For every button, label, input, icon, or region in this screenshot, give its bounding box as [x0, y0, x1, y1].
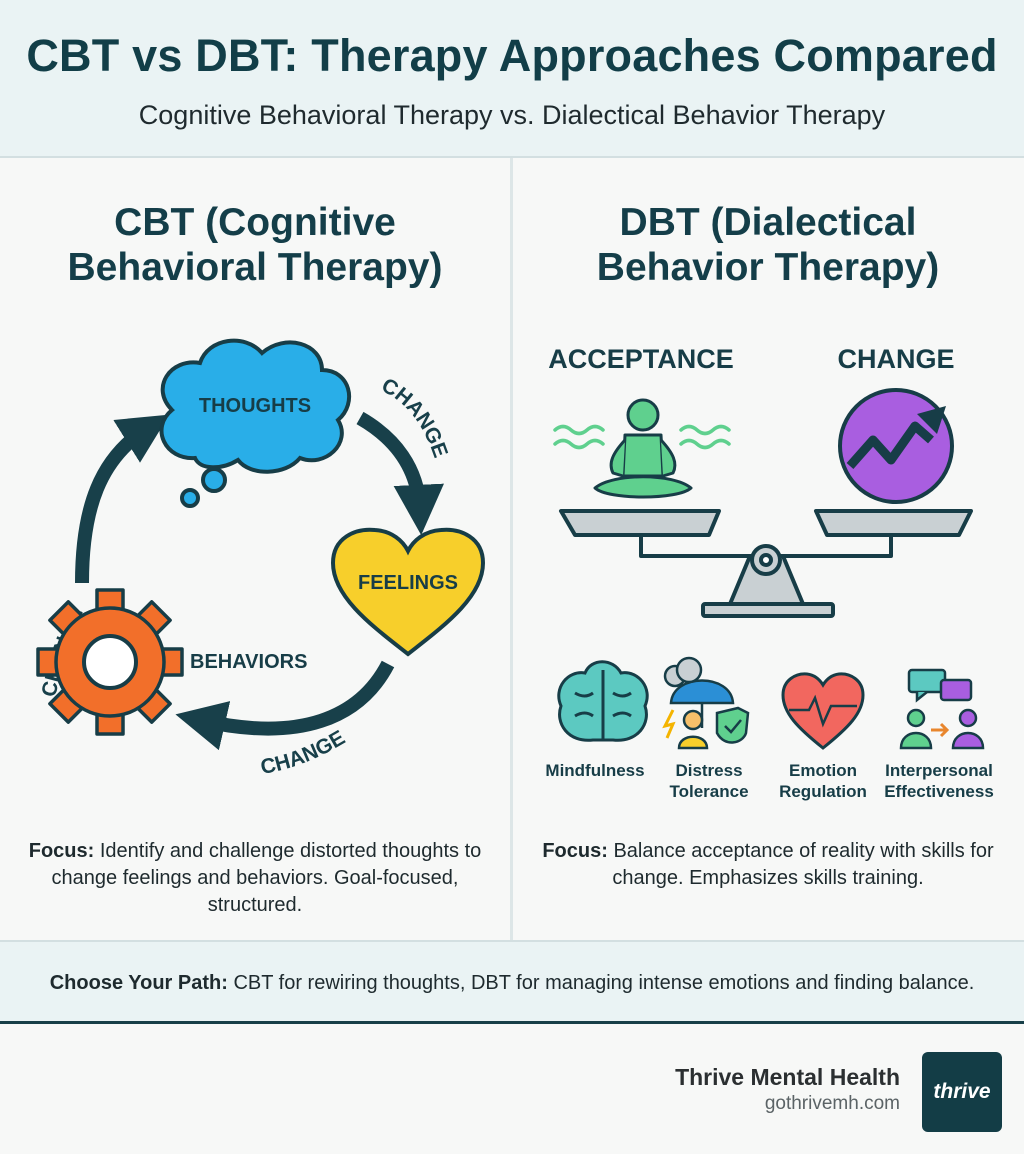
- dbt-title-line2: Behavior Therapy): [596, 246, 940, 289]
- feelings-heart-icon: [330, 527, 486, 657]
- brand-name: Thrive Mental Health: [675, 1064, 900, 1090]
- cbt-cycle-diagram: CHANGE CHANGE CHANGE THOUGHTS FEELINGS: [36, 338, 486, 779]
- skill-emotion-label-line2: Regulation: [779, 782, 867, 801]
- dbt-focus-body: Balance acceptance of reality with skill…: [607, 840, 994, 889]
- cbt-title: CBT (Cognitive Behavioral Therapy): [0, 200, 510, 290]
- skill-mindfulness-label: Mindfulness: [545, 761, 644, 780]
- thoughts-label: THOUGHTS: [199, 395, 311, 417]
- dbt-title-line1: DBT (Dialectical: [619, 201, 917, 244]
- thrive-logo: thrive: [922, 1052, 1002, 1132]
- summary-text: Choose Your Path: CBT for rewiring thoug…: [0, 942, 1024, 995]
- column-divider: [510, 158, 513, 940]
- brand-url[interactable]: gothrivemh.com: [764, 1093, 900, 1114]
- cbt-focus-text: Focus: Identify and challenge distorted …: [20, 838, 490, 919]
- change-arrow-behaviors-to-thoughts: [75, 414, 170, 584]
- change-label: CHANGE: [837, 344, 954, 374]
- cbt-focus-body: Identify and challenge distorted thought…: [51, 840, 482, 916]
- heart-pulse-icon: [781, 672, 865, 750]
- cbt-title-line1: CBT (Cognitive: [114, 201, 396, 244]
- dbt-focus-label: Focus:: [542, 840, 608, 862]
- page-title: CBT vs DBT: Therapy Approaches Compared: [26, 30, 998, 81]
- cbt-focus-label: Focus:: [28, 840, 95, 862]
- behaviors-gear-icon: [36, 588, 184, 736]
- header: CBT vs DBT: Therapy Approaches Compared …: [0, 0, 1024, 158]
- dbt-panel: DBT (Dialectical Behavior Therapy) ACCEP…: [513, 158, 1023, 940]
- dbt-focus-text: Focus: Balance acceptance of reality wit…: [533, 838, 1003, 892]
- balance-scale-icon: [559, 509, 973, 618]
- summary-band: Choose Your Path: CBT for rewiring thoug…: [0, 940, 1024, 1024]
- skill-distress-label-line2: Tolerance: [669, 782, 748, 801]
- people-chat-icon: [899, 668, 985, 750]
- brain-icon: [557, 660, 649, 742]
- cbt-title-line2: Behavioral Therapy): [67, 246, 443, 289]
- thoughts-cloud-icon: [159, 338, 352, 508]
- dbt-title: DBT (Dialectical Behavior Therapy): [513, 200, 1023, 290]
- skill-interpersonal-label-line1: Interpersonal: [885, 761, 993, 780]
- umbrella-shield-icon: [662, 656, 750, 750]
- calm-waves-icon: [553, 424, 731, 450]
- change-arrow-feelings-to-behaviors: [175, 660, 395, 751]
- summary-label: Choose Your Path:: [49, 972, 228, 994]
- behaviors-label: BEHAVIORS: [190, 651, 307, 673]
- skill-emotion-label-line1: Emotion: [789, 761, 857, 780]
- growth-arrow-icon: [838, 388, 954, 504]
- feelings-label: FEELINGS: [358, 572, 458, 594]
- change-arrow-thoughts-to-feelings: [356, 411, 444, 536]
- dbt-balance-diagram: ACCEPTANCE CHANGE: [545, 344, 994, 801]
- skill-interpersonal-label-line2: Effectiveness: [884, 782, 994, 801]
- page-subtitle: Cognitive Behavioral Therapy vs. Dialect…: [138, 100, 886, 130]
- acceptance-label: ACCEPTANCE: [548, 344, 734, 374]
- summary-body: CBT for rewiring thoughts, DBT for manag…: [227, 972, 975, 994]
- cbt-panel: CBT (Cognitive Behavioral Therapy) CHANG…: [0, 158, 510, 940]
- skill-distress-label-line1: Distress: [675, 761, 742, 780]
- brand-block: Thrive Mental Health gothrivemh.com: [675, 1064, 900, 1115]
- meditation-figure-icon: [593, 398, 693, 499]
